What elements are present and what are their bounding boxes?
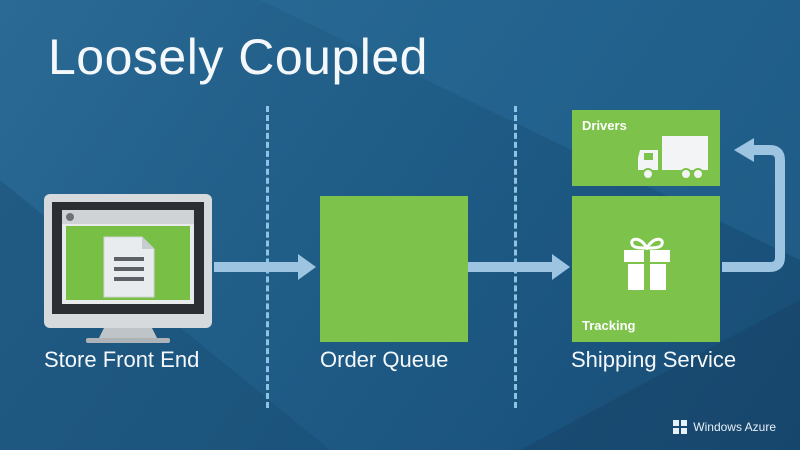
arrow-tracking-to-drivers — [722, 138, 785, 272]
stage-divider-2 — [514, 106, 517, 408]
arrow-queue-to-shipping — [468, 254, 570, 280]
tracking-label: Tracking — [582, 318, 636, 333]
shipping-service-label: Shipping Service — [571, 347, 737, 372]
windows-azure-branding: Windows Azure — [673, 420, 776, 434]
truck-icon — [638, 136, 708, 180]
slide-title: Loosely Coupled — [48, 29, 428, 85]
store-front-label: Store Front End — [44, 347, 200, 372]
order-queue-label: Order Queue — [320, 347, 449, 372]
gift-icon — [624, 237, 670, 290]
drivers-label: Drivers — [582, 118, 627, 133]
order-queue-box — [320, 196, 468, 342]
arrow-store-to-queue — [214, 254, 316, 280]
windows-logo-icon — [673, 420, 688, 434]
stage-divider-1 — [266, 106, 269, 408]
branding-text: Windows Azure — [693, 420, 776, 434]
document-icon — [103, 236, 155, 298]
